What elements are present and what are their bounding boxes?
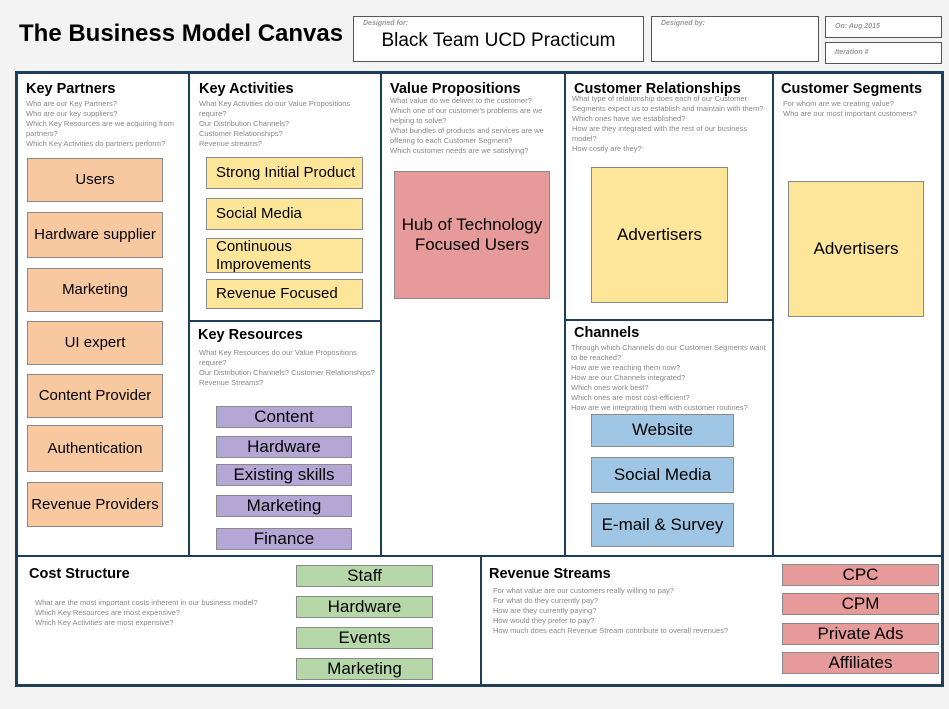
customer-segments-title: Customer Segments — [781, 81, 923, 97]
revenue-streams-title: Revenue Streams — [489, 566, 611, 582]
divider — [480, 556, 482, 684]
key-partners-questions: Who are our Key Partners?Who are our key… — [26, 99, 174, 148]
sticky-note[interactable]: Content Provider — [27, 374, 163, 418]
iteration-label: Iteration # — [835, 49, 869, 56]
sticky-note[interactable]: CPC — [782, 564, 939, 586]
sticky-note[interactable]: Strong Initial Product — [206, 157, 363, 189]
designed-by-label: Designed by: — [661, 20, 705, 27]
value-propositions-title: Value Propositions — [390, 81, 521, 97]
key-resources-title: Key Resources — [198, 327, 303, 343]
channels-questions: Through which Channels do our Customer S… — [571, 343, 766, 412]
canvas-title: The Business Model Canvas — [19, 20, 344, 47]
sticky-note[interactable]: Revenue Focused — [206, 279, 363, 309]
sticky-note[interactable]: Events — [296, 627, 433, 649]
sticky-note[interactable]: Social Media — [206, 198, 363, 230]
sticky-note[interactable]: Marketing — [27, 268, 163, 312]
sticky-note[interactable]: Website — [591, 414, 734, 447]
customer-relationships-title: Customer Relationships — [574, 81, 741, 97]
date-label: On: Aug 2015 — [835, 23, 880, 30]
sticky-note[interactable]: Staff — [296, 565, 433, 587]
designed-for-value: Black Team UCD Practicum — [381, 30, 616, 51]
designed-for-label: Designed for: — [363, 20, 409, 27]
divider — [380, 74, 382, 556]
cost-structure-title: Cost Structure — [29, 566, 130, 582]
sticky-note[interactable]: Revenue Providers — [27, 482, 163, 527]
designed-by-box[interactable]: Designed by: — [651, 16, 819, 62]
sticky-note[interactable]: Social Media — [591, 457, 734, 493]
sticky-note[interactable]: Marketing — [216, 495, 352, 517]
divider — [772, 74, 774, 556]
customer-relationships-questions: What type of relationship does each of o… — [572, 94, 764, 153]
sticky-note[interactable]: Content — [216, 406, 352, 428]
sticky-note[interactable]: Advertisers — [591, 167, 728, 303]
sticky-note[interactable]: E-mail & Survey — [591, 503, 734, 547]
revenue-streams-questions: For what value are our customers really … — [493, 586, 729, 635]
cost-structure-questions: What are the most important costs inhere… — [35, 598, 258, 627]
key-activities-questions: What Key Activities do our Value Proposi… — [199, 99, 351, 148]
sticky-note[interactable]: CPM — [782, 593, 939, 615]
sticky-note[interactable]: Affiliates — [782, 652, 939, 674]
sticky-note[interactable]: Authentication — [27, 425, 163, 472]
sticky-note[interactable]: Marketing — [296, 658, 433, 680]
divider — [18, 555, 941, 557]
divider — [188, 74, 190, 556]
sticky-note[interactable]: Users — [27, 158, 163, 202]
channels-title: Channels — [574, 325, 640, 341]
sticky-note[interactable]: UI expert — [27, 321, 163, 365]
sticky-note[interactable]: Hardware — [216, 436, 352, 458]
date-box[interactable]: On: Aug 2015 — [825, 16, 942, 38]
designed-for-box[interactable]: Designed for: Black Team UCD Practicum — [353, 16, 644, 62]
divider — [188, 320, 381, 322]
customer-segments-questions: For whom are we creating value?Who are o… — [783, 99, 917, 118]
value-propositions-questions: What value do we deliver to the customer… — [390, 96, 544, 155]
sticky-note[interactable]: Hardware — [296, 596, 433, 618]
sticky-note[interactable]: Private Ads — [782, 623, 939, 645]
sticky-note[interactable]: Finance — [216, 528, 352, 550]
sticky-note[interactable]: Continuous Improvements — [206, 238, 363, 273]
key-activities-title: Key Activities — [199, 81, 294, 97]
sticky-note[interactable]: Existing skills — [216, 464, 352, 486]
sticky-note[interactable]: Hub of Technology Focused Users — [394, 171, 550, 299]
iteration-box[interactable]: Iteration # — [825, 42, 942, 64]
key-partners-title: Key Partners — [26, 81, 116, 97]
sticky-note[interactable]: Advertisers — [788, 181, 924, 317]
divider — [564, 319, 773, 321]
divider — [564, 74, 566, 556]
sticky-note[interactable]: Hardware supplier — [27, 212, 163, 258]
key-resources-questions: What Key Resources do our Value Proposit… — [199, 348, 375, 387]
